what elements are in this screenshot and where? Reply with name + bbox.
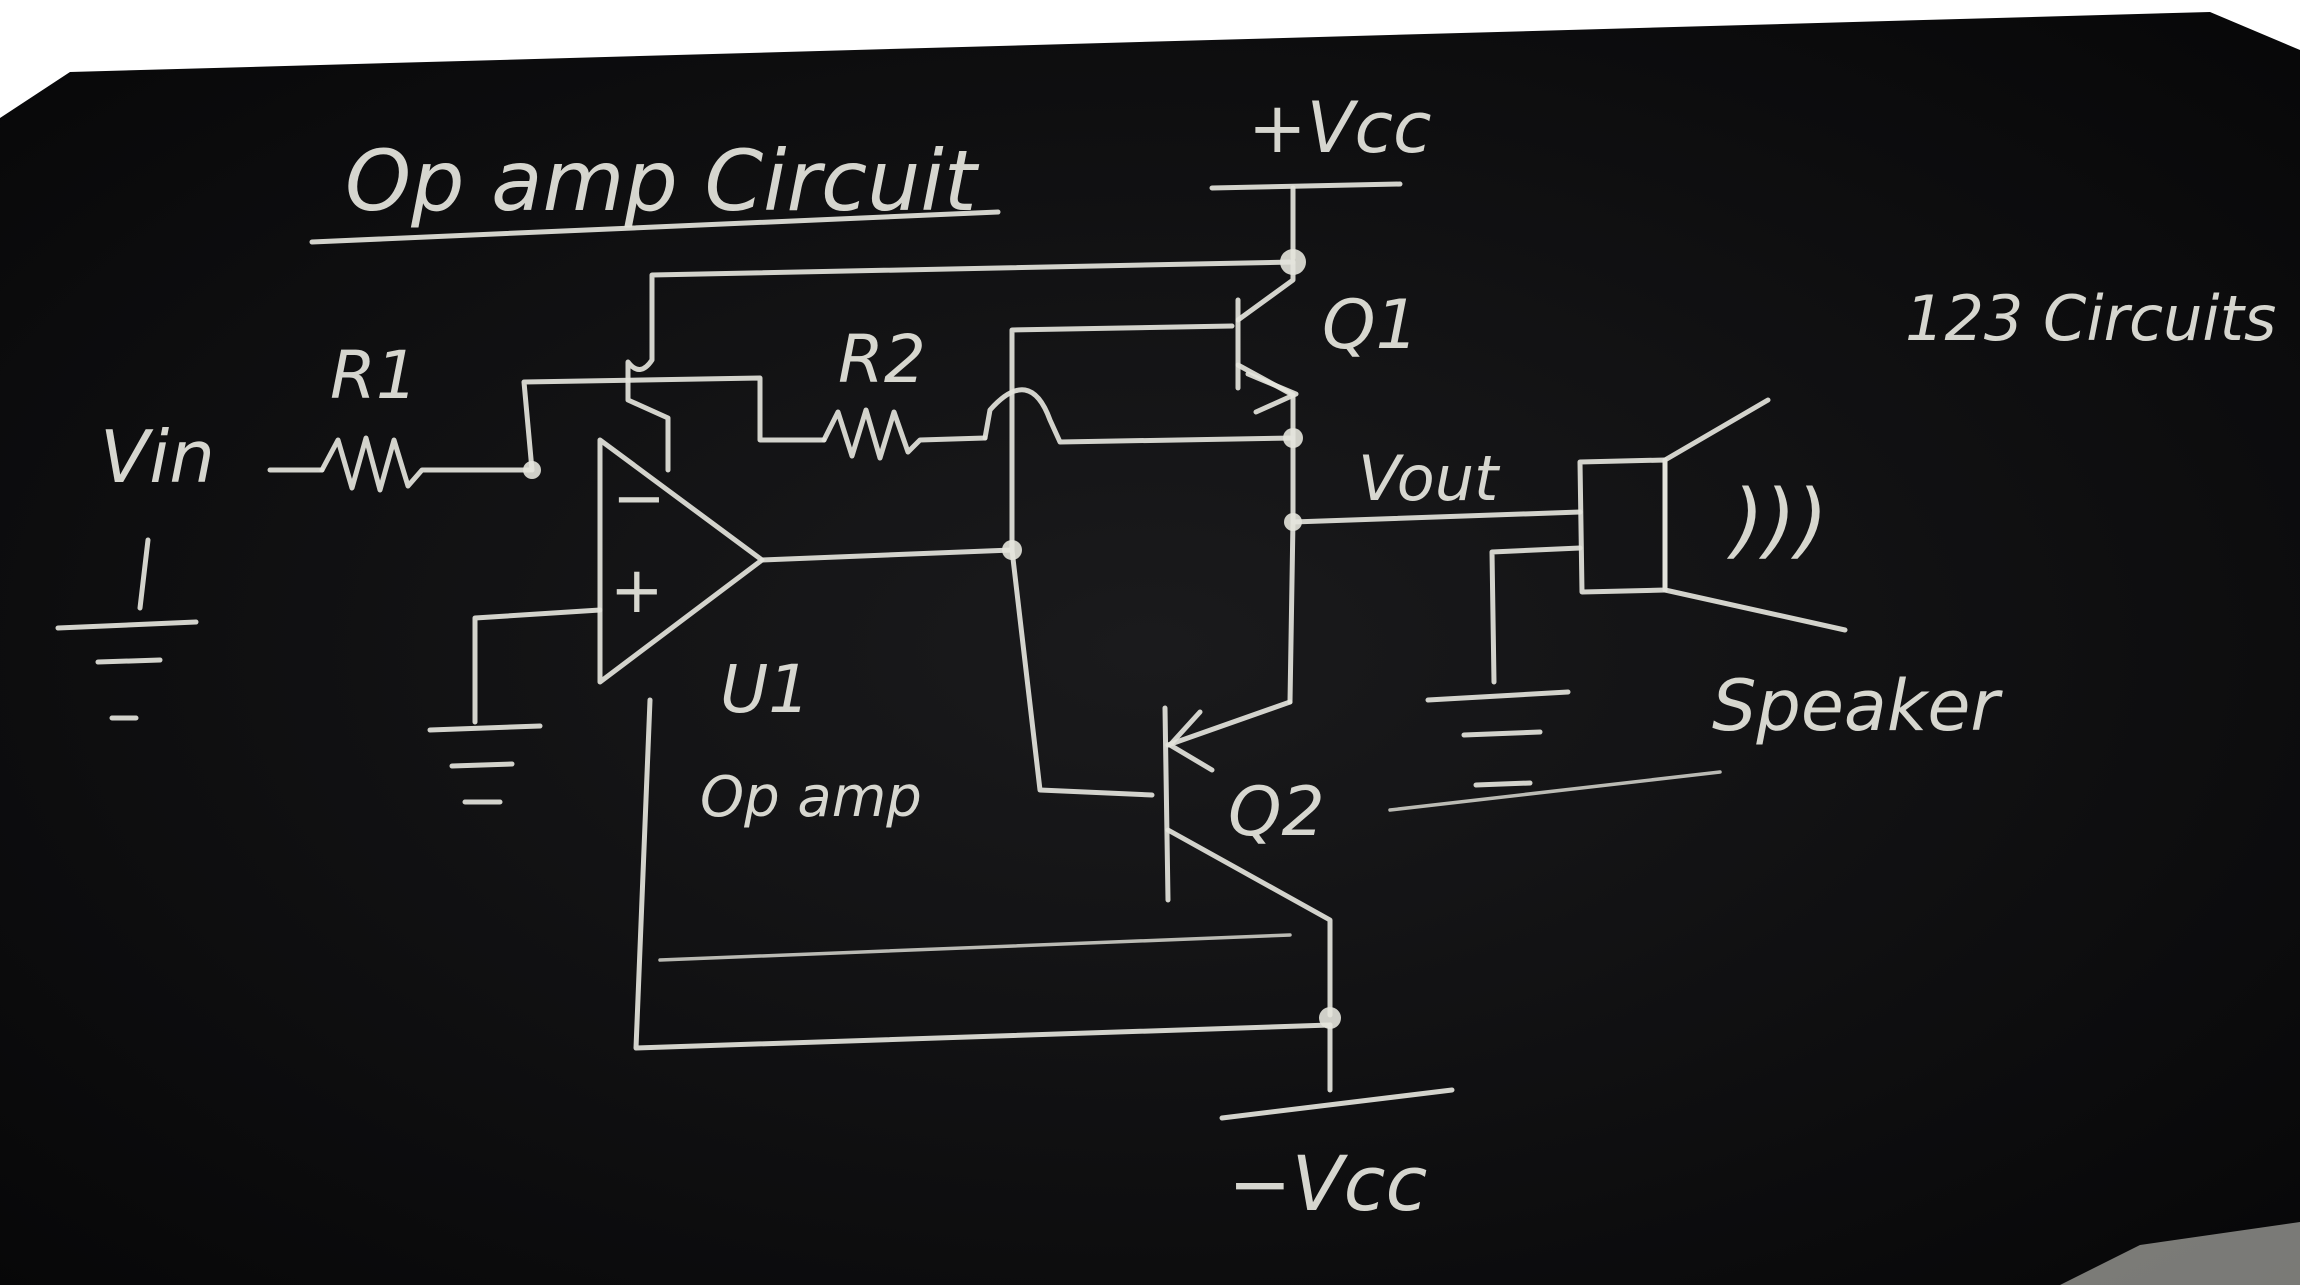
r1-resistor <box>319 435 533 493</box>
vcc-neg-rail <box>1219 1087 1455 1121</box>
watermark-text: 123 Circuits <box>1905 282 2276 355</box>
q1-base-wire <box>1009 323 1235 553</box>
speaker-ground-symbol <box>1425 689 1571 788</box>
title-underline <box>309 209 1001 245</box>
title-text: Op amp Circuit <box>345 132 980 230</box>
vin-ground-symbol <box>55 619 199 721</box>
speaker-ground-wire <box>1489 545 1583 685</box>
vcc-pos-label: +Vcc <box>1248 87 1432 169</box>
q1-label: Q1 <box>1322 286 1419 365</box>
board-edge-highlight <box>2060 1222 2300 1285</box>
opamp-triangle <box>597 437 765 685</box>
opamp-vneg-wire <box>633 697 1333 1051</box>
r1-label: R1 <box>330 337 418 414</box>
vout-label: Vout <box>1358 442 1501 515</box>
speaker-cone <box>1662 397 1848 633</box>
vcc-neg-label: −Vcc <box>1228 1139 1427 1228</box>
feedback-wire <box>521 375 827 473</box>
q1-emitter-arrow <box>1245 371 1299 415</box>
q1-collector <box>1235 259 1296 323</box>
opamp-output-wire <box>759 547 1015 563</box>
board-surface <box>0 12 2300 1285</box>
q2-collector <box>1165 827 1333 1018</box>
opamp-minus-label: − <box>612 462 666 536</box>
q2-label: Q2 <box>1228 773 1325 852</box>
chalk-smudge <box>658 770 1722 962</box>
noninv-wire <box>472 607 603 725</box>
vin-label: Vin <box>100 415 215 499</box>
speaker-sound-waves: ))) <box>1726 473 1828 568</box>
q2-base-bar <box>1162 705 1171 903</box>
noninv-ground-symbol <box>427 723 543 805</box>
r2-crossover-wire <box>982 387 1296 445</box>
u1-sublabel: Op amp <box>700 765 922 830</box>
opamp-plus-label: + <box>610 554 664 628</box>
r2-resistor <box>821 407 988 461</box>
speaker-label: Speaker <box>1712 665 2003 747</box>
u1-label: U1 <box>720 651 810 728</box>
q2-base-wire <box>1009 547 1155 798</box>
vcc-pos-rail <box>1209 181 1403 191</box>
r2-label: R2 <box>838 321 926 398</box>
vcc-neg-node <box>1319 1007 1341 1029</box>
vout-wire <box>1290 509 1583 525</box>
q2-emitter <box>1165 699 1293 748</box>
q2-emitter-arrow <box>1167 709 1215 773</box>
vin-ground-stem <box>137 537 151 611</box>
